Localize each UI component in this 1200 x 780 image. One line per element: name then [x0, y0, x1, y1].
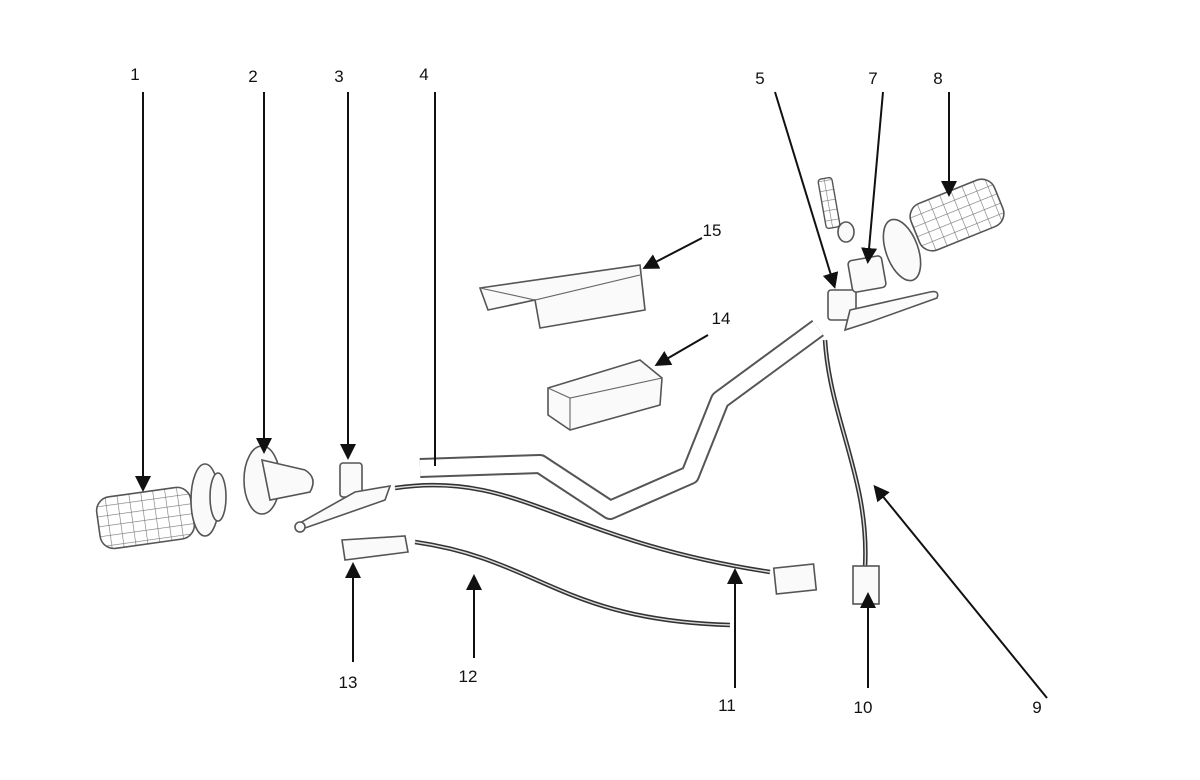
callout-12: 12 [459, 667, 478, 686]
callout-4: 4 [419, 65, 428, 84]
callout-13: 13 [339, 673, 358, 692]
callout-5: 5 [755, 69, 764, 88]
cable-end-11 [772, 563, 818, 595]
callout-15: 15 [703, 221, 722, 240]
callout-labels: 1 2 3 4 5 7 8 9 10 11 12 13 14 15 [130, 65, 1041, 717]
right-lever [817, 176, 939, 332]
callout-7: 7 [868, 69, 877, 88]
left-grip [95, 463, 227, 550]
bar-pad [547, 359, 663, 431]
left-lever [294, 462, 392, 533]
cover [478, 264, 646, 329]
callout-9: 9 [1032, 698, 1041, 717]
callout-14: 14 [712, 309, 731, 328]
callout-1: 1 [130, 65, 139, 84]
callout-10: 10 [854, 698, 873, 717]
cable-end-10 [852, 565, 880, 605]
callout-8: 8 [933, 69, 942, 88]
leader-lines [135, 91, 1048, 699]
throttle-housing [243, 445, 314, 515]
cables [394, 339, 868, 628]
handlebar [419, 319, 824, 520]
cable-end-13 [341, 535, 409, 561]
right-grip [882, 178, 1005, 282]
callout-3: 3 [334, 67, 343, 86]
callout-2: 2 [248, 67, 257, 86]
callout-11: 11 [718, 696, 736, 715]
